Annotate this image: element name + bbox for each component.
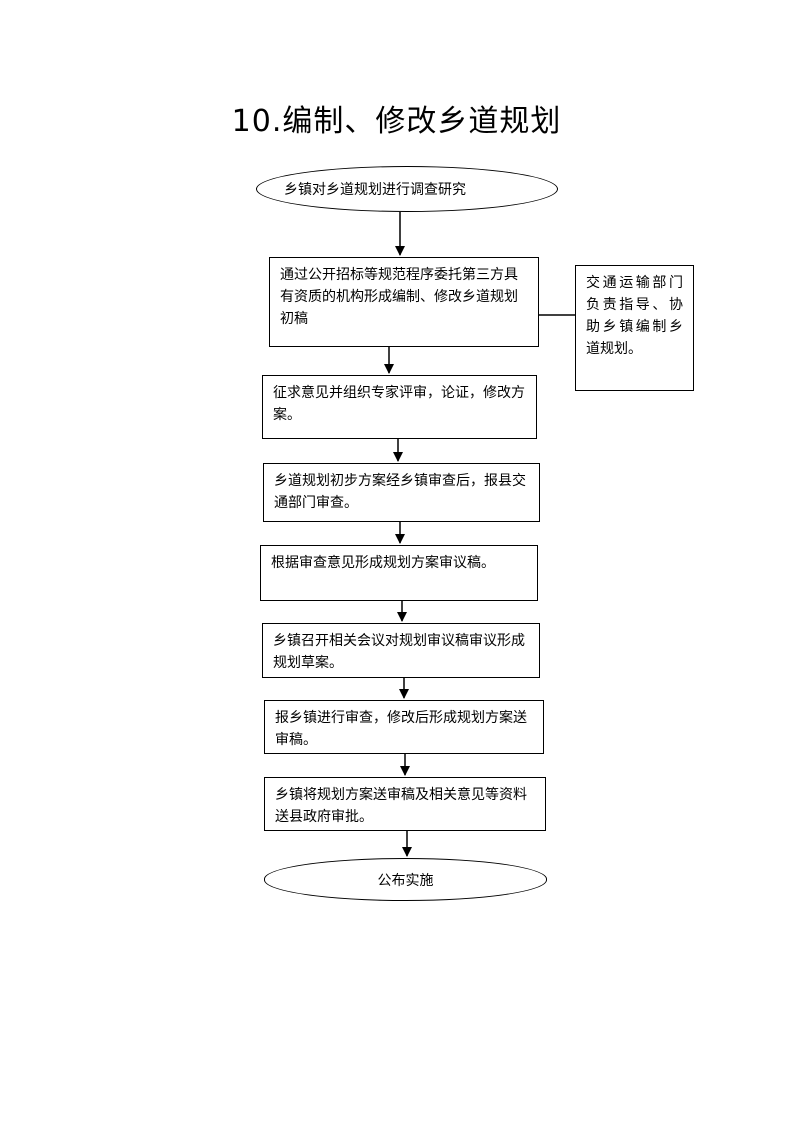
- step-6-box: 报乡镇进行审查，修改后形成规划方案送审稿。: [264, 700, 544, 754]
- step-2-box: 征求意见并组织专家评审，论证，修改方案。: [262, 375, 537, 439]
- start-terminal: 乡镇对乡道规划进行调查研究: [256, 166, 558, 212]
- step-2-label: 征求意见并组织专家评审，论证，修改方案。: [273, 385, 525, 423]
- side-note-label: 交通运输部门负责指导、协助乡镇编制乡道规划。: [586, 275, 683, 357]
- step-7-label: 乡镇将规划方案送审稿及相关意见等资料送县政府审批。: [275, 787, 527, 825]
- step-1-box: 通过公开招标等规范程序委托第三方具有资质的机构形成编制、修改乡道规划初稿: [269, 257, 539, 347]
- step-4-box: 根据审查意见形成规划方案审议稿。: [260, 545, 538, 601]
- step-5-box: 乡镇召开相关会议对规划审议稿审议形成规划草案。: [262, 623, 540, 678]
- step-7-box: 乡镇将规划方案送审稿及相关意见等资料送县政府审批。: [264, 777, 546, 831]
- step-3-label: 乡道规划初步方案经乡镇审查后，报县交通部门审查。: [274, 473, 526, 511]
- step-4-label: 根据审查意见形成规划方案审议稿。: [271, 555, 495, 571]
- step-1-label: 通过公开招标等规范程序委托第三方具有资质的机构形成编制、修改乡道规划初稿: [280, 267, 518, 327]
- start-terminal-label: 乡镇对乡道规划进行调查研究: [284, 182, 466, 198]
- end-terminal-label: 公布实施: [377, 872, 434, 889]
- step-6-label: 报乡镇进行审查，修改后形成规划方案送审稿。: [275, 710, 527, 748]
- page-title: 10.编制、修改乡道规划: [231, 104, 562, 139]
- step-3-box: 乡道规划初步方案经乡镇审查后，报县交通部门审查。: [263, 463, 540, 522]
- step-5-label: 乡镇召开相关会议对规划审议稿审议形成规划草案。: [273, 633, 525, 671]
- end-terminal: 公布实施: [264, 858, 547, 901]
- side-note-box: 交通运输部门负责指导、协助乡镇编制乡道规划。: [575, 265, 694, 391]
